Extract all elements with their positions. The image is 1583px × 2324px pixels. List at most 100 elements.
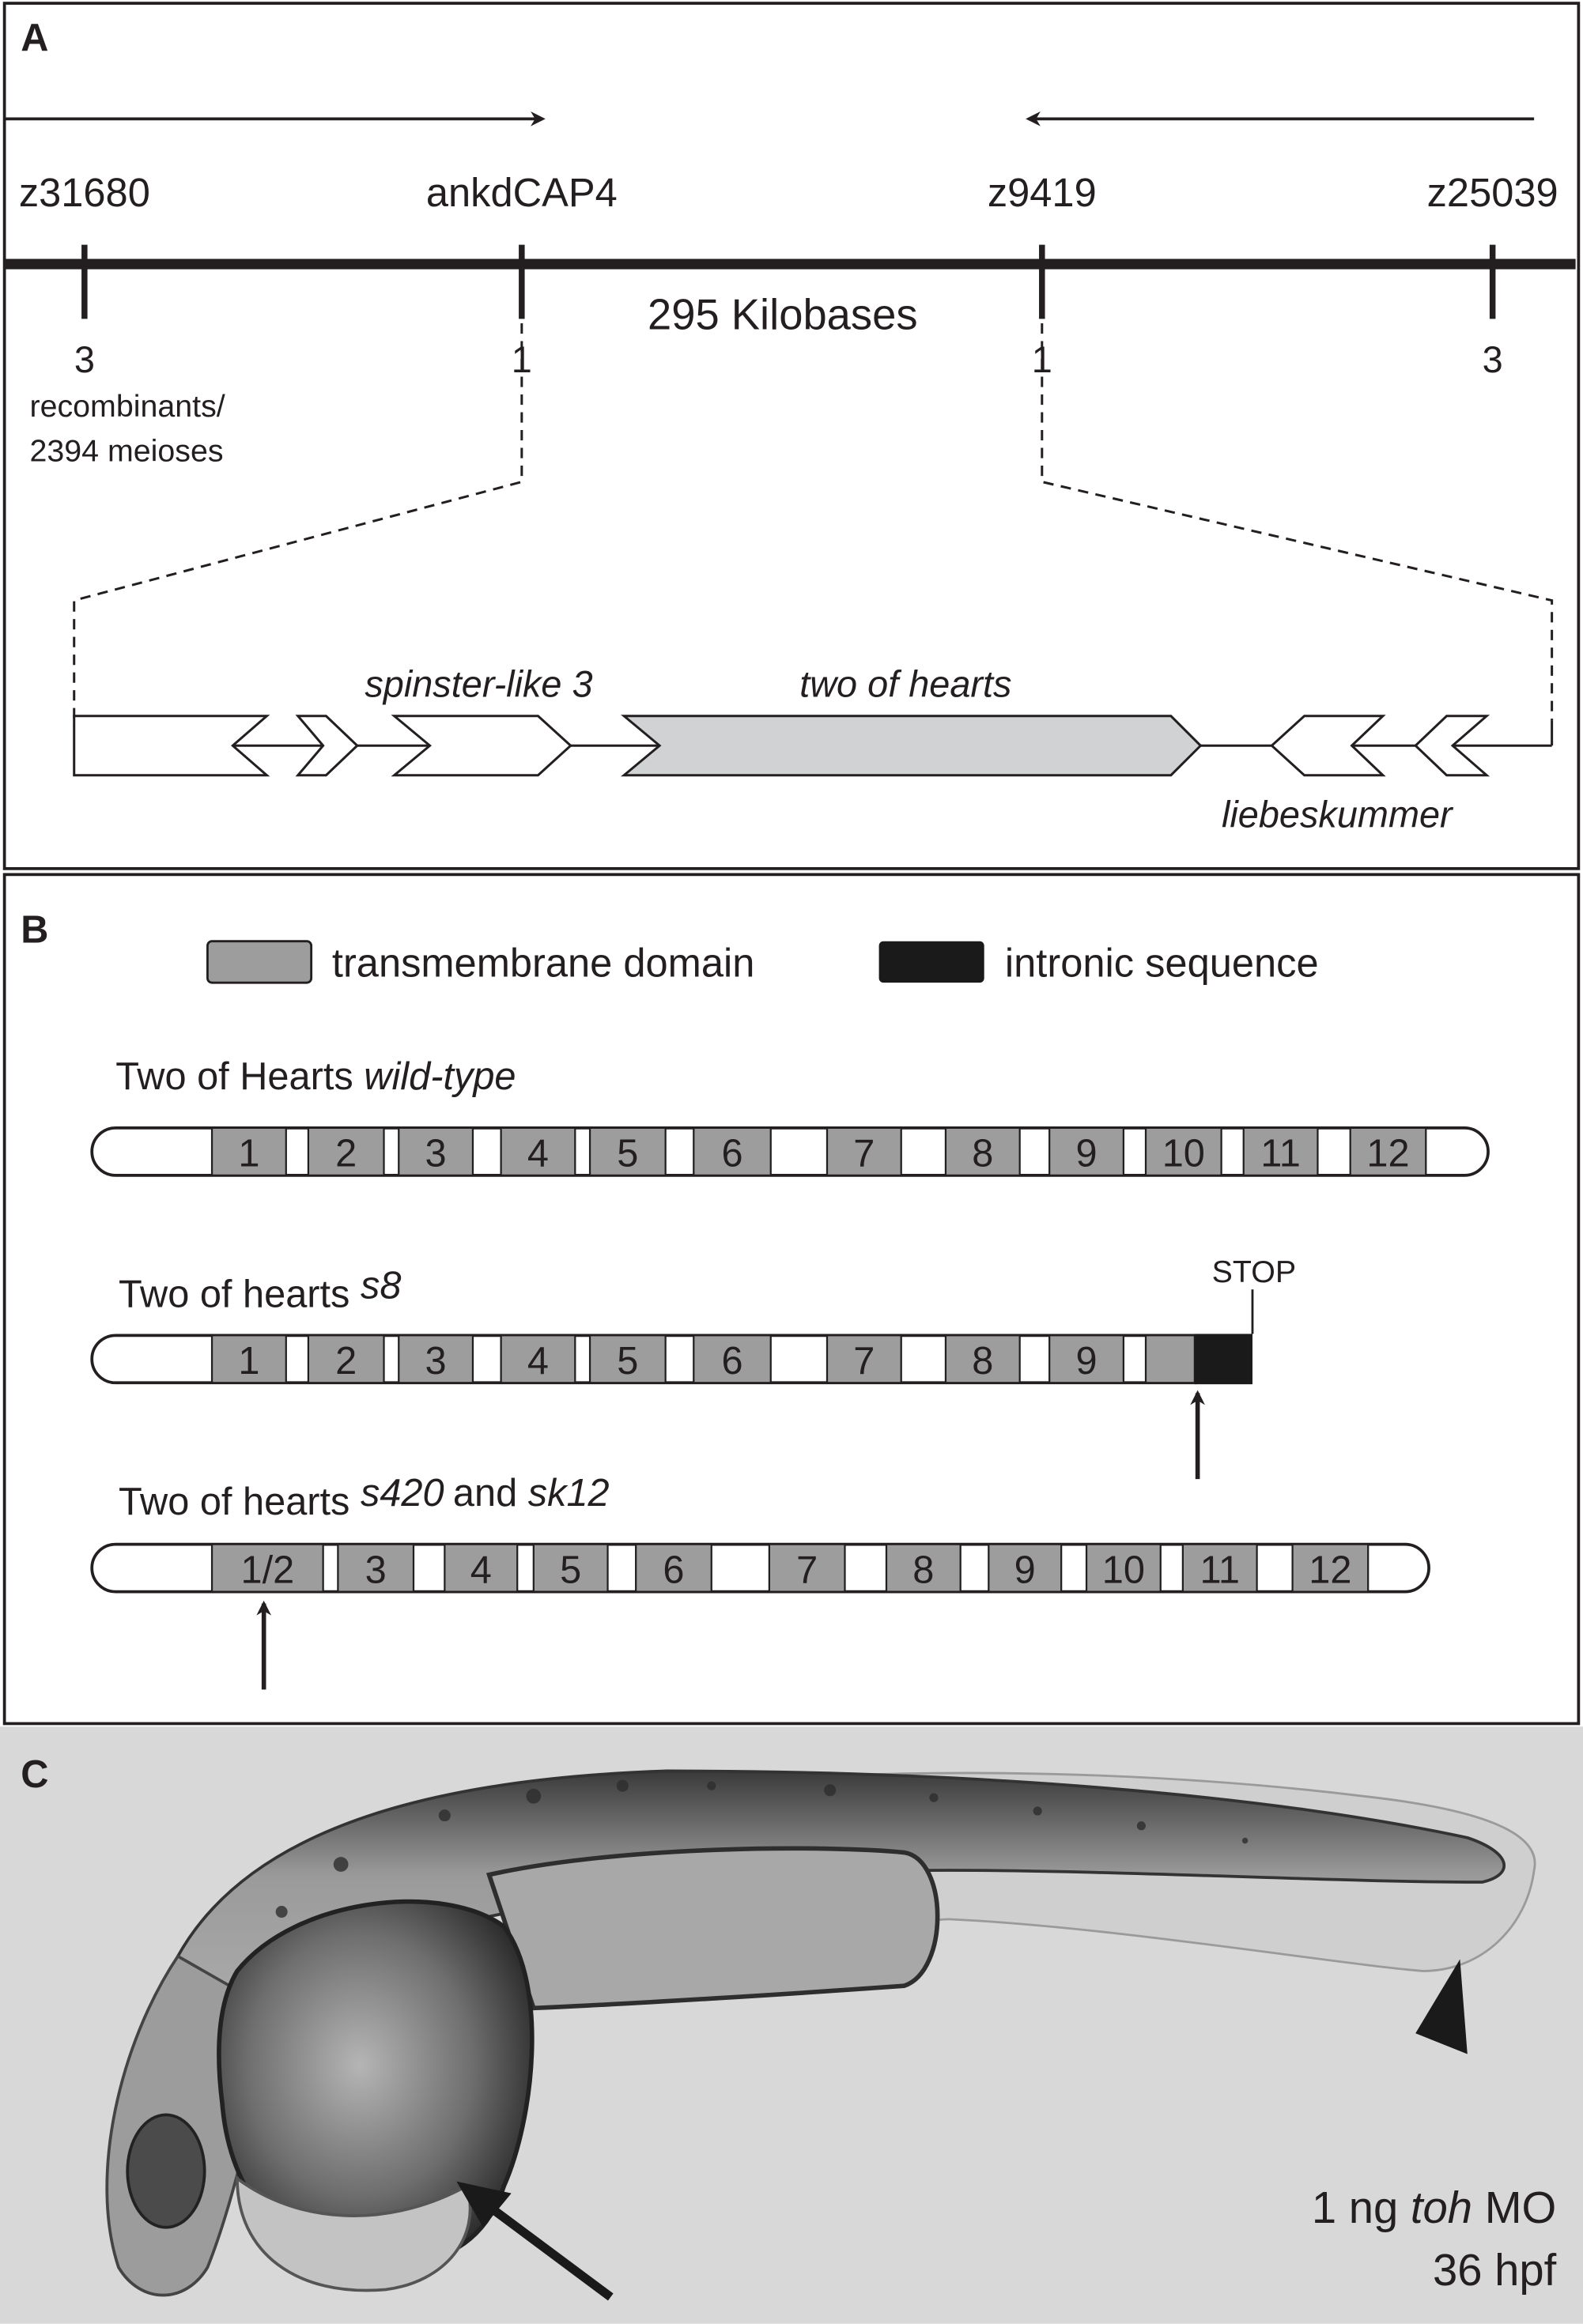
- caption-dose: 1 ng toh MO: [1312, 2183, 1556, 2232]
- exon-label: 6: [663, 1549, 684, 1591]
- transmembrane-domain: [210, 1543, 324, 1593]
- exon-label: 5: [617, 1340, 638, 1383]
- exon-label: 5: [617, 1133, 638, 1175]
- panel-c: C 1 ng toh MO 36 hpf: [0, 1726, 1583, 2324]
- transmembrane-domain: [337, 1543, 415, 1593]
- distance-label: 295 Kilobases: [648, 291, 918, 339]
- exon-label: 9: [1075, 1340, 1097, 1383]
- legend-swatch-transmembrane: [206, 940, 313, 984]
- transmembrane-domain: [1291, 1543, 1370, 1593]
- embryo-image: [105, 1769, 1536, 2297]
- exon-label: 5: [560, 1549, 581, 1591]
- transmembrane-domain: [693, 1126, 772, 1176]
- transmembrane-domain: [1349, 1126, 1427, 1176]
- edema-arrowhead: [456, 2181, 512, 2228]
- gene-liebeskummer-2: [1414, 715, 1490, 777]
- caption-stage: 36 hpf: [1433, 2245, 1557, 2295]
- exon-label: 2: [335, 1133, 357, 1175]
- marker-recombinants: 3: [74, 339, 95, 380]
- transmembrane-domain: [885, 1543, 962, 1593]
- exon-label: 7: [853, 1340, 875, 1383]
- exon-label: 12: [1309, 1549, 1351, 1591]
- tail-arrowhead-icon: [1415, 1959, 1468, 2054]
- transmembrane-domain: [944, 1126, 1021, 1176]
- exon-label: 1/2: [240, 1549, 294, 1591]
- exon-label: 7: [796, 1549, 818, 1591]
- marker-recombinants: 3: [1483, 339, 1503, 380]
- marker-name: z31680: [19, 170, 150, 215]
- exon-label: 2: [335, 1340, 357, 1383]
- exon-label: 8: [912, 1549, 934, 1591]
- transmembrane-domain: [944, 1334, 1021, 1384]
- gene-spinster-like-3: [391, 715, 572, 777]
- exon-label: 8: [972, 1133, 993, 1175]
- transmembrane-domain: [826, 1126, 902, 1176]
- zoom-dash-right: [1041, 323, 1554, 721]
- transmembrane-domain: [307, 1126, 385, 1176]
- exon-label: 10: [1102, 1549, 1145, 1591]
- exon-label: 9: [1075, 1133, 1097, 1175]
- exon-label: 4: [527, 1340, 549, 1383]
- exon-label: 11: [1200, 1549, 1240, 1591]
- zoom-dash-left: [73, 323, 523, 726]
- transmembrane-domain: [1144, 1334, 1196, 1384]
- gene-two-of-hearts: [621, 715, 1203, 777]
- transmembrane-domain: [826, 1334, 902, 1384]
- wildtype-title: Two of Hearts wild-type: [115, 1055, 516, 1098]
- transmembrane-domain: [444, 1543, 519, 1593]
- gene-liebeskummer-1: [1270, 715, 1386, 777]
- transmembrane-domain: [398, 1126, 474, 1176]
- s8-title: Two of hearts s8: [119, 1264, 401, 1315]
- transmembrane-domain: [1181, 1543, 1258, 1593]
- exon-label: 1: [238, 1340, 259, 1383]
- transmembrane-domain: [307, 1334, 385, 1384]
- panel-a-label: A: [21, 17, 48, 59]
- marker-name: z9419: [988, 170, 1097, 215]
- marker-name: z25039: [1427, 170, 1558, 215]
- legend-intronic: intronic sequence: [1005, 941, 1319, 986]
- exon-label: 4: [470, 1549, 492, 1591]
- panel-b-label: B: [21, 909, 48, 952]
- gene-label-liebeskummer: liebeskummer: [1222, 794, 1454, 835]
- gene-2: [295, 715, 359, 777]
- exon-label: 10: [1162, 1133, 1205, 1175]
- transmembrane-domain: [210, 1334, 287, 1384]
- transmembrane-domain: [588, 1334, 667, 1384]
- transmembrane-domain: [988, 1543, 1063, 1593]
- exon-label: 9: [1014, 1549, 1036, 1591]
- panel-c-label: C: [21, 1753, 48, 1796]
- exon-label: 3: [425, 1340, 447, 1383]
- legend-transmembrane: transmembrane domain: [332, 941, 754, 986]
- exon-label: 6: [721, 1340, 742, 1383]
- exon-label: 12: [1366, 1133, 1409, 1175]
- transmembrane-domain: [532, 1543, 609, 1593]
- panel-b: B transmembrane domain intronic sequence…: [2, 873, 1581, 1726]
- marker-name: ankdCAP4: [426, 170, 618, 215]
- transmembrane-domain: [693, 1334, 772, 1384]
- transmembrane-domain: [500, 1334, 576, 1384]
- transmembrane-domain: [500, 1126, 576, 1176]
- stop-label: STOP: [1212, 1254, 1296, 1289]
- gene-label-toh: two of hearts: [799, 663, 1011, 704]
- exon-label: 4: [527, 1133, 549, 1175]
- recombinant-note-1: recombinants/: [29, 389, 225, 424]
- transmembrane-domain: [1048, 1334, 1125, 1384]
- exon-label: 3: [365, 1549, 387, 1591]
- legend-swatch-intronic: [878, 941, 984, 983]
- exon-label: 8: [972, 1340, 993, 1383]
- transmembrane-domain: [768, 1543, 846, 1593]
- gene-1: [73, 715, 270, 777]
- exon-label: 7: [853, 1133, 875, 1175]
- transmembrane-domain: [635, 1543, 712, 1593]
- exon-label: 1: [238, 1133, 259, 1175]
- transmembrane-domain: [1048, 1126, 1125, 1176]
- transmembrane-domain: [398, 1334, 474, 1384]
- s8-intronic-sequence: [1194, 1334, 1252, 1385]
- exon-label: 11: [1260, 1133, 1301, 1175]
- embryo-eye: [126, 2113, 206, 2229]
- exon-label: 6: [721, 1133, 742, 1175]
- gene-label-spinster: spinster-like 3: [365, 663, 592, 704]
